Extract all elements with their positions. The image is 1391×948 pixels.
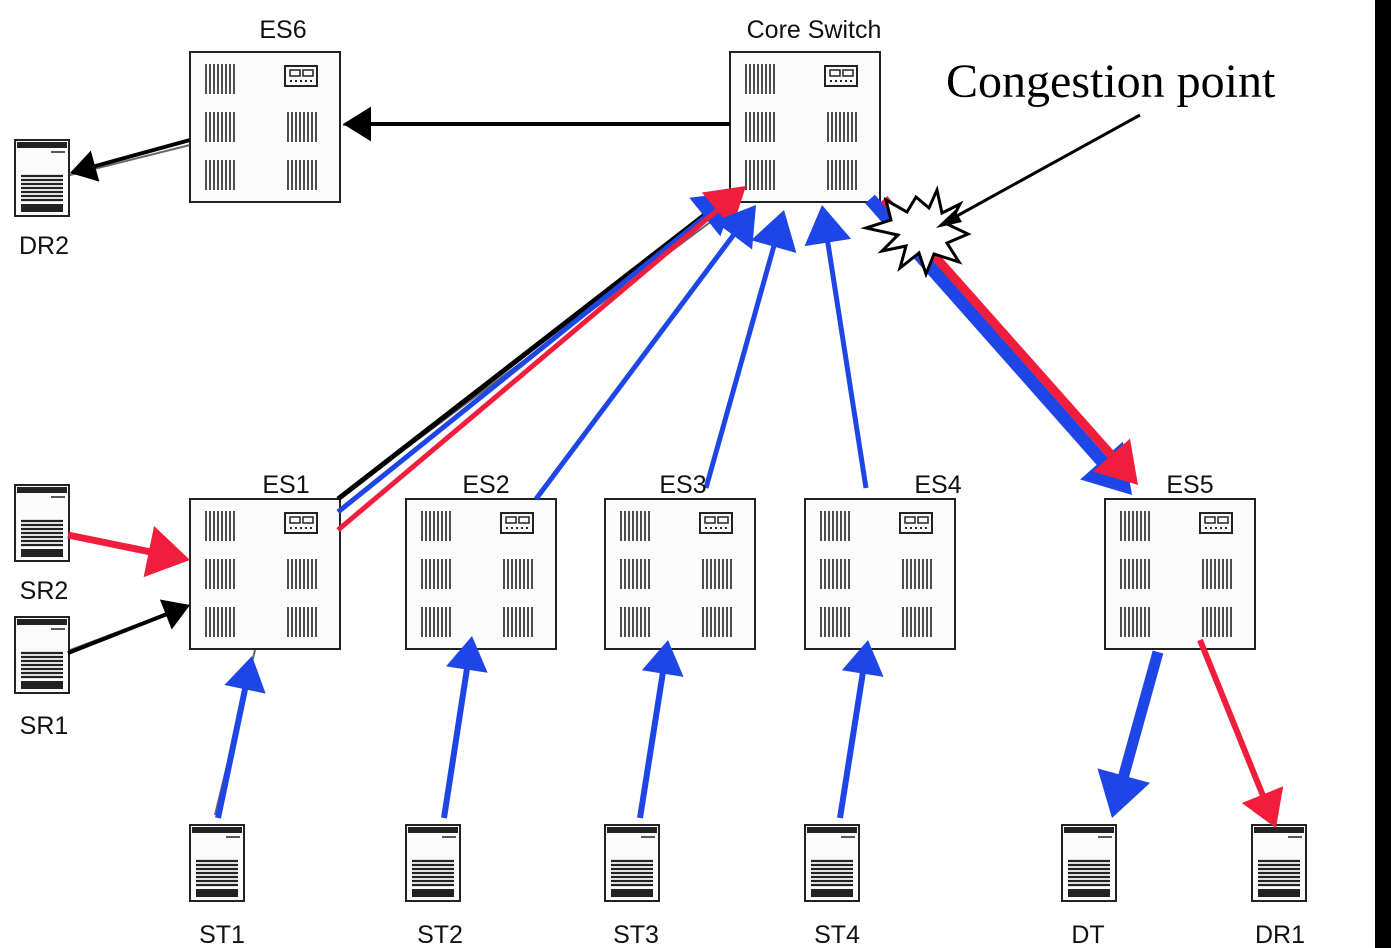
- host-dr1: [1250, 823, 1308, 903]
- flow-es6-to-dr2: [70, 138, 191, 182]
- switch-es3: [604, 498, 756, 650]
- flow-st2-to-es2: [441, 636, 488, 819]
- congestion-pointer-arrow: [936, 113, 1141, 228]
- label-es5: ES5: [1166, 471, 1213, 499]
- label-es6: ES6: [259, 16, 306, 44]
- flow-es1-core-black: [336, 198, 726, 501]
- label-st3: ST3: [613, 921, 659, 948]
- host-st2: [404, 823, 462, 903]
- switch-es6: [189, 51, 341, 203]
- label-dr2: DR2: [19, 232, 69, 260]
- congestion-burst-icon: [860, 185, 972, 279]
- host-sr1: [13, 615, 71, 695]
- label-es2: ES2: [462, 471, 509, 499]
- switch-es2: [405, 498, 557, 650]
- right-edge-bar: [1375, 0, 1391, 948]
- label-dr1: DR1: [1255, 921, 1305, 948]
- label-core-switch: Core Switch: [747, 16, 882, 44]
- physical-links: [69, 124, 741, 816]
- label-sr1: SR1: [20, 712, 69, 740]
- host-sr2: [13, 483, 71, 563]
- label-es4: ES4: [914, 471, 961, 499]
- flow-st3-to-es3: [637, 640, 684, 819]
- label-es1: ES1: [262, 471, 309, 499]
- switch-es1: [189, 498, 341, 650]
- label-sr2: SR2: [20, 577, 69, 605]
- label-st1: ST1: [199, 921, 245, 948]
- host-st3: [603, 823, 661, 903]
- switch-es5: [1104, 498, 1256, 650]
- flow-sr2-to-es1: [67, 526, 190, 578]
- flow-es5-to-dr1: [1197, 638, 1284, 828]
- flow-es4-to-core: [804, 205, 869, 489]
- switch-core: [729, 51, 881, 203]
- flow-es3-to-core: [703, 210, 797, 489]
- flow-es5-to-dt: [1097, 650, 1164, 818]
- flow-arrows: [67, 106, 1284, 828]
- flow-es2-to-core: [533, 205, 756, 501]
- flow-sr1-to-es1: [67, 599, 190, 655]
- flow-es1-core-blue: [336, 192, 736, 514]
- label-dt: DT: [1071, 921, 1104, 948]
- host-st4: [803, 823, 861, 903]
- host-st1: [188, 823, 246, 903]
- flow-core-to-es6: [343, 106, 730, 142]
- label-st4: ST4: [814, 921, 860, 948]
- flow-st1-to-es1: [215, 656, 266, 819]
- host-dt: [1060, 823, 1118, 903]
- congestion-point-label: Congestion point: [946, 55, 1276, 108]
- label-st2: ST2: [417, 921, 463, 948]
- flow-st4-to-es4: [837, 640, 884, 819]
- label-es3: ES3: [659, 471, 706, 499]
- switch-es4: [804, 498, 956, 650]
- host-dr2: [13, 138, 71, 218]
